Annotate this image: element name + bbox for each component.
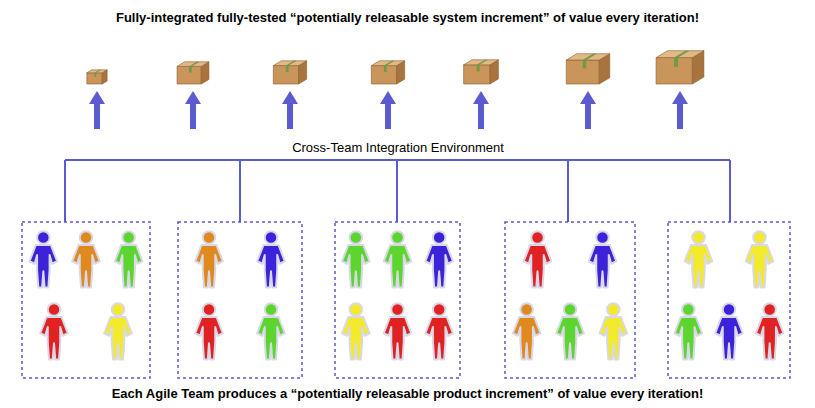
- arrow-head: [473, 91, 489, 104]
- arrow-shaft: [478, 103, 484, 129]
- team-member: [257, 303, 285, 359]
- team-member: [384, 231, 412, 287]
- integration-label: Cross-Team Integration Environment: [289, 140, 507, 155]
- cardboard-box: [87, 70, 107, 84]
- team-member: [524, 231, 552, 287]
- arrow-head: [282, 91, 298, 104]
- increment-boxes: [87, 51, 704, 84]
- cardboard-box: [656, 51, 704, 84]
- team-member: [715, 303, 743, 359]
- arrow-shaft: [94, 103, 100, 129]
- integration-bracket: [65, 160, 730, 222]
- arrow-shaft: [585, 103, 591, 129]
- arrow-shaft: [287, 103, 293, 129]
- team-member: [115, 231, 143, 287]
- cardboard-box: [566, 54, 610, 84]
- team-member: [195, 303, 223, 359]
- up-arrows: [89, 91, 688, 129]
- team-member: [104, 303, 132, 359]
- team-member: [425, 231, 453, 287]
- team-box: [335, 222, 460, 378]
- team-member: [425, 303, 453, 359]
- team-member: [513, 303, 541, 359]
- team-box: [22, 222, 150, 378]
- team-member: [40, 303, 68, 359]
- caption: Each Agile Team produces a “potentially …: [0, 386, 815, 401]
- team-member: [384, 303, 412, 359]
- team-member: [72, 231, 100, 287]
- arrow-head: [89, 91, 105, 104]
- team-box: [668, 222, 790, 378]
- cardboard-box: [177, 62, 209, 84]
- team-member: [342, 303, 370, 359]
- title: Fully-integrated fully-tested “potential…: [0, 10, 815, 25]
- arrow-head: [580, 91, 596, 104]
- arrow-head: [380, 91, 396, 104]
- team-member: [600, 303, 628, 359]
- team-member: [756, 303, 784, 359]
- team-member: [342, 231, 370, 287]
- team-member: [257, 231, 285, 287]
- team-member: [589, 231, 617, 287]
- arrow-head: [672, 91, 688, 104]
- arrow-shaft: [385, 103, 391, 129]
- team-boxes: [22, 222, 790, 378]
- team-box: [178, 222, 302, 378]
- team-member: [746, 231, 774, 287]
- cardboard-box: [273, 61, 306, 84]
- team-member: [556, 303, 584, 359]
- arrow-shaft: [190, 103, 196, 129]
- arrow-shaft: [677, 103, 683, 129]
- team-member: [30, 231, 58, 287]
- team-member: [675, 303, 703, 359]
- team-member: [685, 231, 713, 287]
- cardboard-box: [371, 61, 404, 84]
- arrow-head: [185, 91, 201, 104]
- cardboard-box: [464, 60, 499, 84]
- team-box: [505, 222, 635, 378]
- team-member: [195, 231, 223, 287]
